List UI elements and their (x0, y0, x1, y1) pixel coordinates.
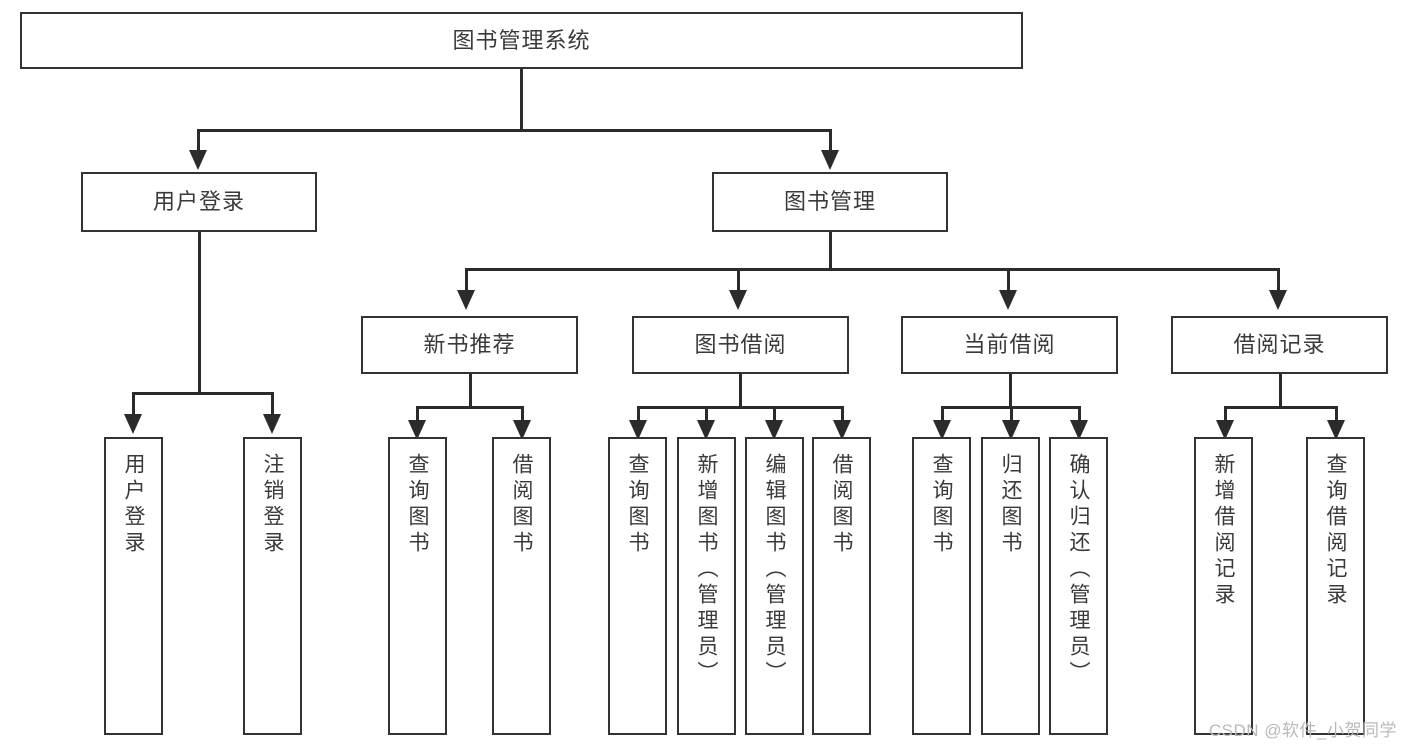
leaf-current-return-book[interactable]: 归还图书 (981, 437, 1040, 735)
arrow-borrow-record-to-leaf-1 (1216, 420, 1234, 440)
node-current-borrow[interactable]: 当前借阅 (901, 316, 1118, 374)
edge-book-borrow-bus (637, 406, 844, 409)
node-label: 编辑图书（管理员） (763, 453, 786, 687)
leaf-borrow-edit-book-admin[interactable]: 编辑图书（管理员） (745, 437, 804, 735)
node-label: 图书借阅 (694, 332, 787, 358)
edge-borrow-record-to-leaf-1 (1224, 406, 1227, 426)
leaf-record-add-record[interactable]: 新增借阅记录 (1194, 437, 1253, 735)
edge-new-book-bus (416, 406, 524, 409)
node-book-borrow[interactable]: 图书借阅 (632, 316, 849, 374)
edge-book-mgmt-to-borrow (737, 268, 740, 292)
leaf-borrow-add-book-admin[interactable]: 新增图书（管理员） (677, 437, 736, 735)
edge-book-borrow-to-leaf-4 (841, 406, 844, 426)
node-root-system[interactable]: 图书管理系统 (20, 12, 1023, 69)
edge-user-login-bus (132, 392, 271, 395)
node-label: 确认归还（管理员） (1067, 453, 1090, 687)
edge-book-mgmt-stem (829, 232, 832, 270)
leaf-record-query-record[interactable]: 查询借阅记录 (1306, 437, 1365, 735)
edge-borrow-record-stem (1279, 374, 1282, 408)
edge-current-borrow-to-leaf-3 (1078, 406, 1081, 426)
node-label: 借阅图书 (830, 453, 853, 557)
edge-current-borrow-to-leaf-1 (941, 406, 944, 426)
leaf-user-login[interactable]: 用户登录 (104, 437, 163, 735)
node-label: 注销登录 (261, 453, 284, 557)
leaf-new-book-borrow-book[interactable]: 借阅图书 (492, 437, 551, 735)
arrow-book-mgmt-to-current (999, 290, 1017, 310)
edge-root-stem (520, 69, 523, 131)
edge-user-login-stem (198, 232, 201, 394)
node-label: 用户登录 (122, 453, 145, 557)
arrow-new-book-to-leaf-2 (513, 420, 531, 440)
leaf-current-confirm-return-admin[interactable]: 确认归还（管理员） (1049, 437, 1108, 735)
node-label: 新增借阅记录 (1212, 453, 1235, 609)
node-label: 查询图书 (406, 453, 429, 557)
edge-root-to-user-login (197, 129, 200, 153)
node-label: 借阅图书 (510, 453, 533, 557)
arrow-root-to-book-mgmt (821, 150, 839, 170)
arrow-book-borrow-to-leaf-1 (629, 420, 647, 440)
node-user-login[interactable]: 用户登录 (81, 172, 317, 232)
arrow-book-borrow-to-leaf-3 (765, 420, 783, 440)
node-label: 新增图书（管理员） (695, 453, 718, 687)
arrow-current-borrow-to-leaf-2 (1002, 420, 1020, 440)
node-label: 图书管理系统 (452, 27, 591, 53)
arrow-current-borrow-to-leaf-3 (1070, 420, 1088, 440)
node-label: 图书管理 (783, 189, 876, 215)
edge-book-borrow-to-leaf-3 (773, 406, 776, 426)
edge-new-book-to-leaf-1 (416, 406, 419, 426)
node-label: 归还图书 (999, 453, 1022, 557)
arrow-borrow-record-to-leaf-2 (1327, 420, 1345, 440)
node-label: 用户登录 (152, 189, 245, 215)
edge-root-bus (197, 129, 832, 132)
edge-book-mgmt-to-current (1007, 268, 1010, 292)
edge-book-borrow-to-leaf-1 (637, 406, 640, 426)
leaf-current-query-book[interactable]: 查询图书 (912, 437, 971, 735)
node-label: 查询图书 (930, 453, 953, 557)
node-label: 当前借阅 (963, 332, 1056, 358)
edge-current-borrow-stem (1009, 374, 1012, 408)
arrow-user-login-to-leaf-1 (124, 414, 142, 434)
arrow-root-to-user-login (189, 150, 207, 170)
arrow-book-borrow-to-leaf-2 (697, 420, 715, 440)
edge-book-mgmt-to-new-book (465, 268, 468, 292)
arrow-current-borrow-to-leaf-1 (933, 420, 951, 440)
edge-current-borrow-to-leaf-2 (1010, 406, 1013, 426)
node-label: 新书推荐 (423, 332, 516, 358)
edge-borrow-record-bus (1224, 406, 1338, 409)
edge-borrow-record-to-leaf-2 (1335, 406, 1338, 426)
arrow-book-mgmt-to-record (1269, 290, 1287, 310)
node-label: 查询借阅记录 (1324, 453, 1347, 609)
leaf-borrow-borrow-book[interactable]: 借阅图书 (812, 437, 871, 735)
leaf-logout[interactable]: 注销登录 (243, 437, 302, 735)
node-book-management[interactable]: 图书管理 (712, 172, 948, 232)
node-borrow-record[interactable]: 借阅记录 (1171, 316, 1388, 374)
watermark-text: CSDN @软件_小贺同学 (1208, 721, 1397, 740)
node-label: 借阅记录 (1233, 332, 1326, 358)
arrow-new-book-to-leaf-1 (408, 420, 426, 440)
edge-new-book-to-leaf-2 (521, 406, 524, 426)
node-label: 查询图书 (626, 453, 649, 557)
edge-book-borrow-to-leaf-2 (705, 406, 708, 426)
edge-user-login-to-leaf-1 (132, 392, 135, 416)
arrow-book-mgmt-to-borrow (729, 290, 747, 310)
edge-root-to-book-mgmt (829, 129, 832, 153)
arrow-book-borrow-to-leaf-4 (833, 420, 851, 440)
edge-book-mgmt-to-record (1277, 268, 1280, 292)
edge-book-mgmt-bus (465, 268, 1279, 271)
edge-book-borrow-stem (739, 374, 742, 408)
edge-new-book-stem (469, 374, 472, 408)
node-new-book-recommend[interactable]: 新书推荐 (361, 316, 578, 374)
arrow-book-mgmt-to-new-book (457, 290, 475, 310)
leaf-new-book-query-book[interactable]: 查询图书 (388, 437, 447, 735)
arrow-user-login-to-leaf-2 (263, 414, 281, 434)
edge-user-login-to-leaf-2 (271, 392, 274, 416)
leaf-borrow-query-book[interactable]: 查询图书 (608, 437, 667, 735)
